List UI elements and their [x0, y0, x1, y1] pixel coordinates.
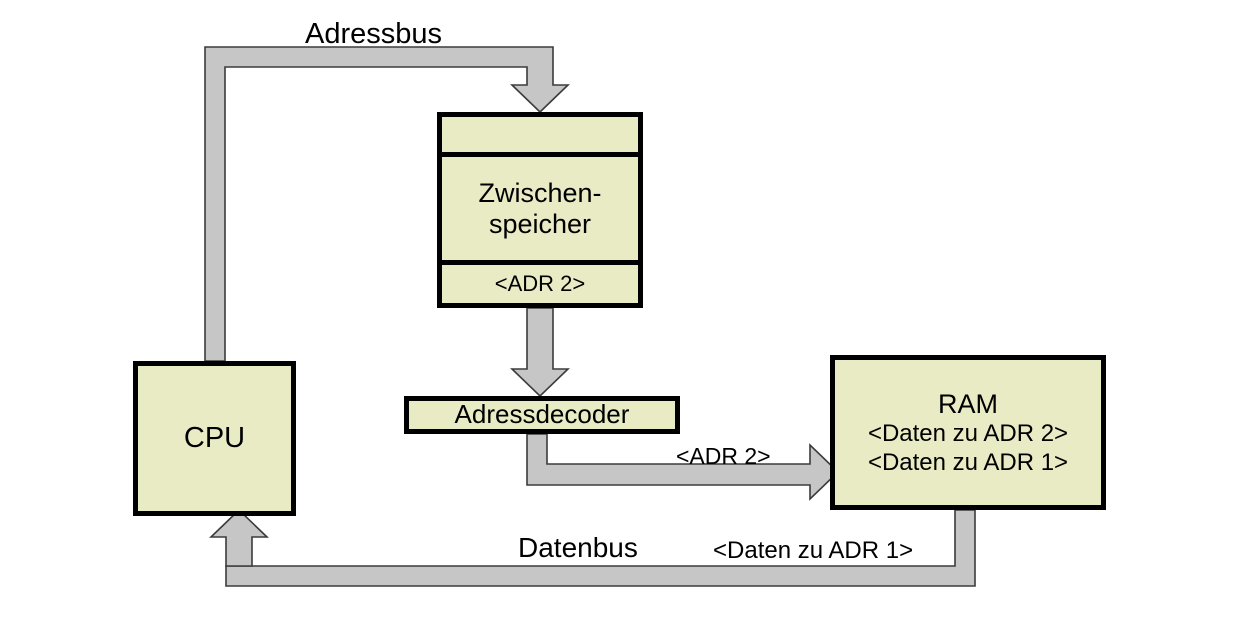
zwischenspeicher-name-label: Zwischen- speicher: [478, 178, 602, 239]
zwischenspeicher-cell-middle: Zwischen- speicher: [442, 157, 638, 265]
adressbus-path: [204, 46, 570, 362]
node-adressdecoder[interactable]: Adressdecoder: [404, 396, 680, 434]
datenbus-label: Datenbus: [518, 532, 638, 563]
zwischenspeicher-cell-bottom: <ADR 2>: [442, 265, 638, 303]
cpu-label: CPU: [183, 422, 246, 455]
zwischenspeicher-cell-top: [442, 117, 638, 157]
daten-zu-adr1-label: <Daten zu ADR 1>: [713, 537, 914, 564]
node-zwischenspeicher[interactable]: Zwischen- speicher <ADR 2>: [437, 112, 643, 308]
zwischenspeicher-adr-label: <ADR 2>: [494, 270, 586, 296]
node-ram[interactable]: RAM <Daten zu ADR 2> <Daten zu ADR 1>: [830, 355, 1106, 510]
adressbus-label: Adressbus: [305, 18, 443, 50]
adr2-to-ram-label: <ADR 2>: [676, 443, 771, 469]
zwischenspeicher-to-adressdecoder-arrow: [510, 307, 570, 398]
ram-title-label: RAM: [938, 388, 998, 419]
ram-data-row: <Daten zu ADR 2>: [867, 419, 1069, 447]
adressdecoder-to-ram-arrow: [526, 433, 840, 501]
datenbus-path: [225, 509, 976, 587]
datenbus-arrowhead: [209, 508, 269, 567]
ram-data-row: <Daten zu ADR 1>: [867, 448, 1069, 476]
adressdecoder-label: Adressdecoder: [454, 399, 630, 430]
node-cpu[interactable]: CPU: [133, 361, 296, 516]
